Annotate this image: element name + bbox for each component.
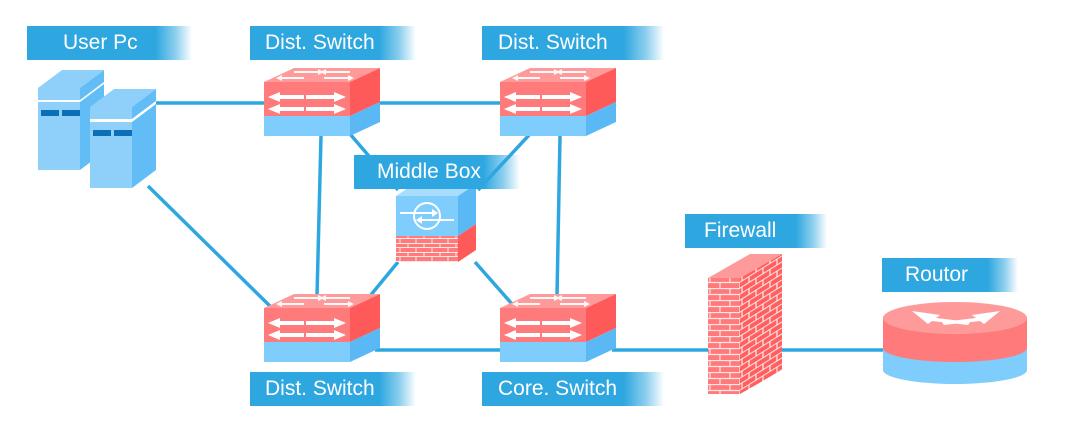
link-middlebox-distswitch-bottom	[368, 260, 400, 298]
dist-switch-top-left-icon[interactable]	[264, 68, 380, 136]
link-distswitch-topright-core	[555, 135, 562, 297]
router-icon[interactable]	[883, 302, 1027, 384]
core-switch-icon[interactable]	[500, 294, 616, 362]
link-userpc-distswitch-bottom	[146, 184, 274, 310]
firewall-icon[interactable]	[708, 254, 782, 394]
label-text: Routor	[905, 263, 969, 286]
label-dist-switch-top-right: Dist. Switch	[482, 26, 664, 60]
label-user-pc: User Pc	[27, 26, 192, 60]
label-text: User Pc	[63, 31, 138, 54]
label-text: Firewall	[704, 219, 777, 242]
label-text: Dist. Switch	[265, 31, 375, 54]
dist-switch-bottom-icon[interactable]	[264, 294, 380, 362]
link-middlebox-core	[473, 260, 514, 306]
label-core-switch: Core. Switch	[482, 372, 664, 406]
label-firewall: Firewall	[685, 214, 827, 248]
label-text: Middle Box	[377, 160, 481, 183]
dist-switch-top-right-icon[interactable]	[500, 68, 616, 136]
user-pc-icon[interactable]	[38, 70, 156, 188]
link-distswitch-topleft-bottom	[315, 135, 323, 297]
label-middle-box: Middle Box	[354, 155, 520, 189]
label-text: Dist. Switch	[498, 31, 608, 54]
label-router: Routor	[882, 258, 1018, 292]
label-text: Core. Switch	[498, 377, 618, 400]
label-dist-switch-top-left: Dist. Switch	[250, 26, 416, 60]
middle-box-icon[interactable]	[396, 184, 476, 262]
label-dist-switch-bottom: Dist. Switch	[250, 372, 416, 406]
label-text: Dist. Switch	[265, 377, 375, 400]
